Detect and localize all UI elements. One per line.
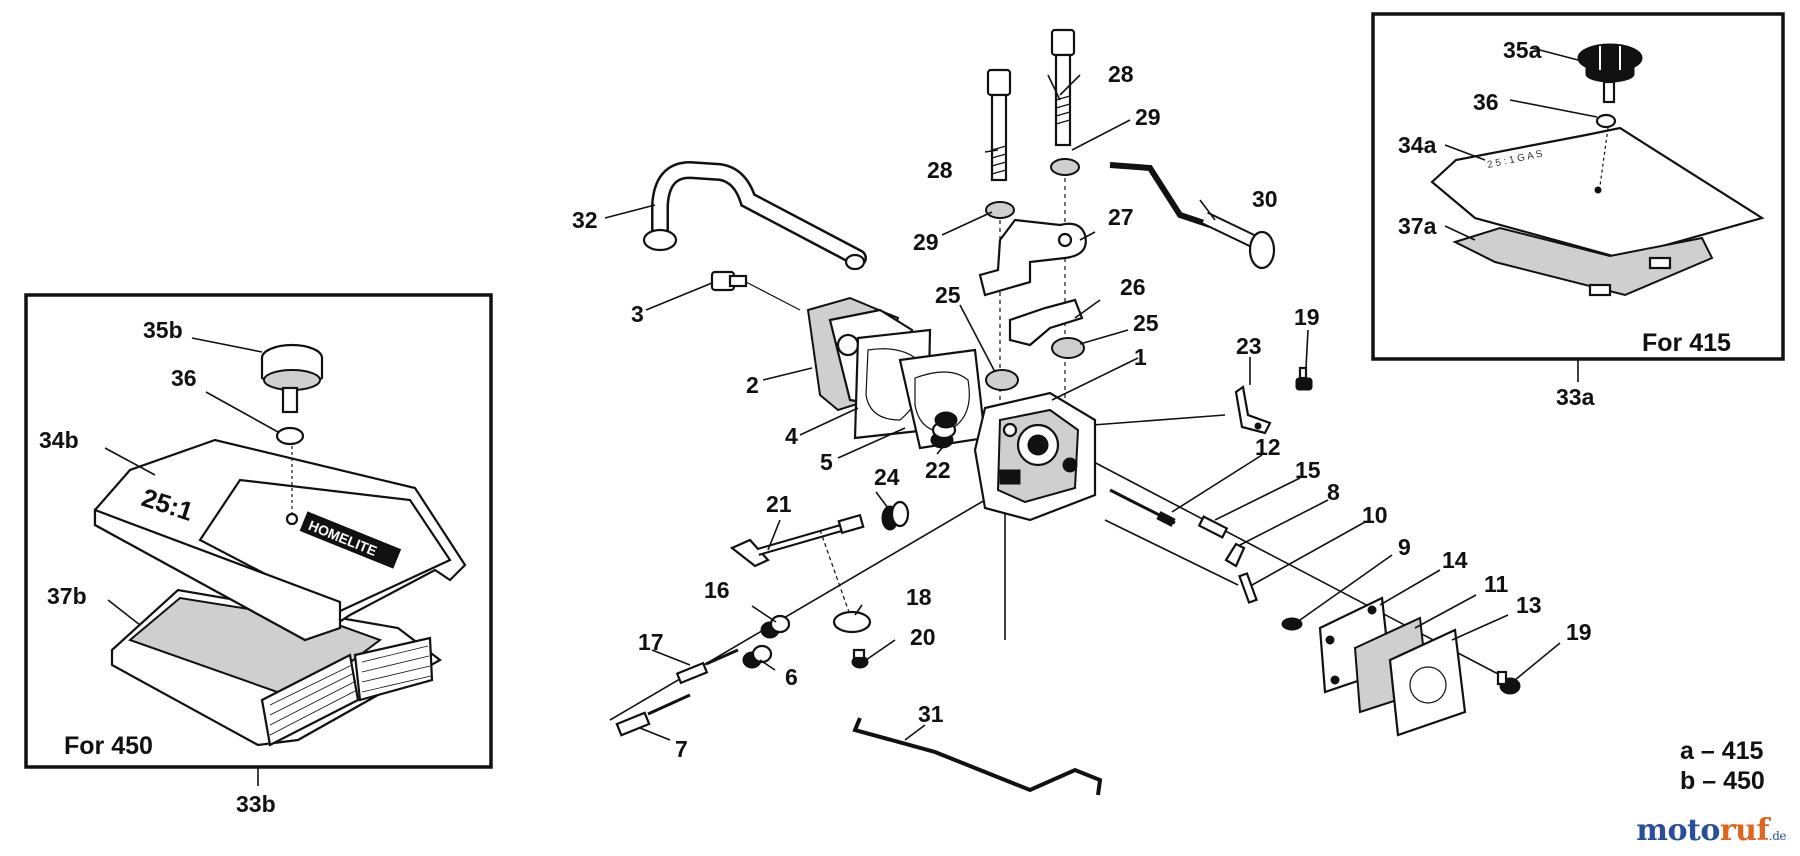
cover-13 <box>1388 628 1467 737</box>
label-9: 9 <box>1398 534 1411 560</box>
label-28b: 28 <box>1108 61 1134 87</box>
washer-36a <box>1595 113 1617 129</box>
check-valve-9 <box>1281 617 1303 631</box>
label-2: 2 <box>746 372 759 398</box>
washer-29a <box>985 201 1015 219</box>
label-18: 18 <box>906 584 932 610</box>
throttle-shaft-21 <box>729 513 865 568</box>
plate-27 <box>978 218 1087 297</box>
needle-7 <box>615 693 691 737</box>
legend-b: b – 450 <box>1680 767 1765 795</box>
label-4: 4 <box>785 423 798 449</box>
screw-19a <box>1295 366 1313 391</box>
gasket-25a <box>985 369 1019 391</box>
label-26: 26 <box>1120 274 1146 300</box>
throttle-valve-18 <box>832 610 872 634</box>
bracket-23 <box>1234 385 1272 435</box>
bolt-28b <box>1050 28 1076 147</box>
label-6: 6 <box>785 664 798 690</box>
inset-box-415: 2 5 : 1 G A S 35a 36 34a 37a For 4 <box>1371 12 1785 410</box>
label-19a: 19 <box>1294 304 1320 330</box>
label-10: 10 <box>1362 502 1388 528</box>
label-37a: 37a <box>1398 213 1437 239</box>
caption-for-415: For 415 <box>1642 329 1731 357</box>
carburetor-body-1 <box>973 391 1097 522</box>
label-11: 11 <box>1484 571 1509 597</box>
fitting-3 <box>710 270 801 311</box>
label-27: 27 <box>1108 204 1134 230</box>
label-33a: 33a <box>1556 384 1595 410</box>
label-31: 31 <box>918 701 944 727</box>
label-13: 13 <box>1516 592 1542 618</box>
screw-20 <box>851 648 869 669</box>
label-16: 16 <box>704 577 730 603</box>
legend-a: a – 415 <box>1680 737 1764 765</box>
fuel-tube-32 <box>642 160 867 271</box>
label-17: 17 <box>638 629 664 655</box>
label-34b: 34b <box>39 427 79 453</box>
label-32: 32 <box>572 207 598 233</box>
label-12: 12 <box>1255 434 1281 460</box>
spring-16 <box>760 614 791 639</box>
clip-8 <box>1224 542 1246 568</box>
label-29a: 29 <box>913 229 939 255</box>
watermark-suffix: .de <box>1768 829 1787 843</box>
spring-15 <box>1197 515 1229 539</box>
air-filter-cover-34a: 2 5 : 1 G A S <box>1430 126 1765 260</box>
label-8: 8 <box>1327 479 1340 505</box>
spring-6 <box>742 644 773 669</box>
caption-for-450: For 450 <box>64 732 153 760</box>
label-29b: 29 <box>1135 104 1161 130</box>
label-25a: 25 <box>935 282 961 308</box>
label-3: 3 <box>631 301 644 327</box>
knob-35b <box>260 343 324 414</box>
watermark-part2: ruf <box>1719 813 1770 848</box>
label-35b: 35b <box>143 317 183 343</box>
plate-26 <box>1008 298 1084 347</box>
knob-35a <box>1577 43 1643 104</box>
label-30: 30 <box>1252 186 1278 212</box>
label-5: 5 <box>820 449 833 475</box>
label-20: 20 <box>910 624 936 650</box>
bolt-28a <box>986 68 1012 182</box>
label-34a: 34a <box>1398 132 1437 158</box>
gasket-25b <box>1051 337 1085 359</box>
watermark-part1: moto <box>1636 813 1720 848</box>
spring-22 <box>930 411 958 449</box>
label-14: 14 <box>1442 547 1468 573</box>
needle-17 <box>675 648 739 685</box>
label-33b: 33b <box>236 791 276 817</box>
air-filter-37a <box>1452 226 1714 297</box>
watermark-logo: motoruf.de <box>1636 813 1786 848</box>
screw-19b <box>1496 670 1521 695</box>
washer-36b <box>275 426 305 446</box>
label-19b: 19 <box>1566 619 1592 645</box>
legend: a – 415 b – 450 <box>1680 737 1765 795</box>
label-25b: 25 <box>1133 310 1159 336</box>
label-21: 21 <box>766 491 792 517</box>
pin-10 <box>1238 572 1258 604</box>
label-28a: 28 <box>927 157 953 183</box>
air-filter-cover-34b: 25:1 HOMELITE <box>93 438 467 642</box>
needle-12 <box>1109 488 1176 527</box>
label-7: 7 <box>675 736 688 762</box>
rod-31 <box>852 717 1103 796</box>
label-23: 23 <box>1236 333 1262 359</box>
leader-lines <box>604 74 1561 741</box>
label-35a: 35a <box>1503 37 1542 63</box>
label-1: 1 <box>1134 344 1147 370</box>
label-15: 15 <box>1295 457 1321 483</box>
inset-box-450: 25:1 HOMELITE 35b 36 34b 37b For 450 33b <box>24 293 493 817</box>
washer-29b <box>1050 158 1080 176</box>
label-24: 24 <box>874 464 900 490</box>
label-22: 22 <box>925 457 951 483</box>
label-36b: 36 <box>171 365 197 391</box>
label-36a: 36 <box>1473 89 1499 115</box>
label-37b: 37b <box>47 583 87 609</box>
choke-lever-30 <box>1109 162 1276 270</box>
spring-24 <box>881 500 910 531</box>
